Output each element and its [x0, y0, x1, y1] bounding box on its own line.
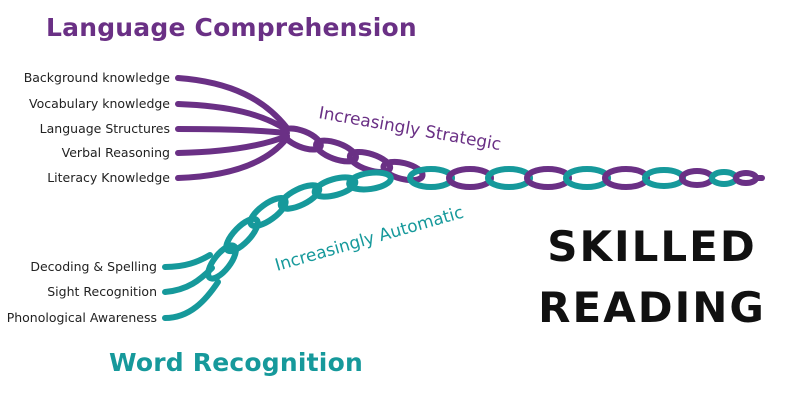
- lc-strand-vocabulary-knowledge: [175, 101, 290, 133]
- wr-label-phonological-awareness: Phonological Awareness: [6, 310, 157, 325]
- lc-rope-segment: [280, 125, 426, 184]
- lc-label-literacy-knowledge: Literacy Knowledge: [47, 170, 170, 185]
- lc-strand-background-knowledge: [175, 75, 290, 131]
- skilled-reading-title-line1: SKILLED: [547, 222, 757, 271]
- language-comprehension-heading: Language Comprehension: [46, 13, 417, 42]
- lc-strand-language-structures: [175, 126, 290, 136]
- lc-label-background-knowledge: Background knowledge: [23, 70, 170, 85]
- lc-strand-verbal-reasoning: [175, 133, 290, 156]
- wr-label-sight-recognition: Sight Recognition: [47, 284, 157, 299]
- wr-rope-segment: [205, 169, 394, 282]
- lc-label-verbal-reasoning: Verbal Reasoning: [61, 145, 170, 160]
- wr-strand-phonological-awareness: [162, 279, 221, 321]
- wr-strand-sight-recognition: [162, 265, 215, 295]
- lc-label-vocabulary-knowledge: Vocabulary knowledge: [28, 96, 170, 111]
- lc-strand-literacy-knowledge: [175, 135, 290, 181]
- word-recognition-heading: Word Recognition: [109, 348, 363, 377]
- skilled-reading-title-line2: READING: [538, 283, 766, 332]
- skilled-reading-rope: [407, 166, 765, 190]
- wr-strand-decoding-spelling: [162, 252, 213, 270]
- increasingly-automatic-label: Increasingly Automatic: [273, 203, 466, 276]
- wr-label-decoding-spelling: Decoding & Spelling: [30, 259, 157, 274]
- lc-label-language-structures: Language Structures: [39, 121, 170, 136]
